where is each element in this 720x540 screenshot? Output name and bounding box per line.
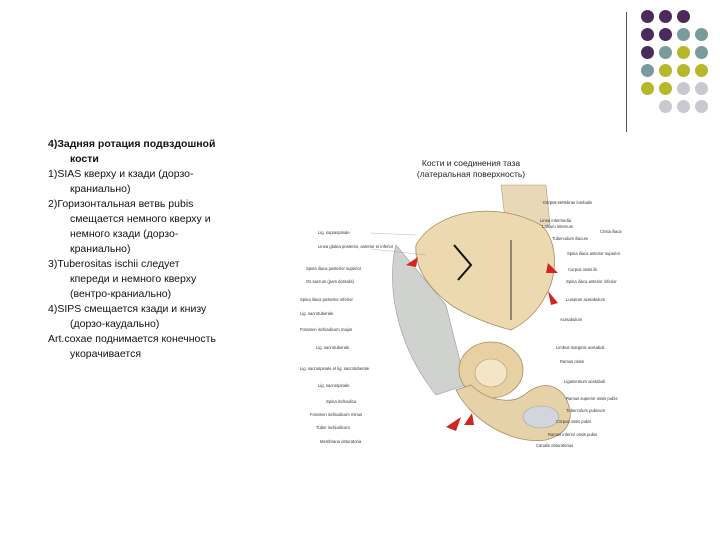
decor-dot [641, 82, 654, 95]
right-label: Crista iliaca [600, 229, 622, 234]
figure-subtitle-line: (латеральная поверхность) [416, 169, 526, 179]
decor-dot [677, 46, 690, 59]
decor-dot [641, 46, 654, 59]
decorative-dot-grid [641, 10, 720, 120]
text-line: 3)Tuberositas ischii следует [48, 258, 180, 270]
decor-dot [659, 64, 672, 77]
left-label: Linea glutea posterior, anterior et infe… [318, 244, 394, 249]
text-content: 4)Задняя ротация подвздошной кости 1)SIA… [48, 137, 298, 362]
decor-dot [695, 82, 708, 95]
left-label: Lig. sacrospinale et lig. sacrotuberale [300, 366, 370, 371]
text-line: смещается немного кверху и [70, 213, 211, 225]
right-label-group: Corpus vertebrae lumbalis Labium internu… [536, 200, 622, 448]
text-line: кпереди и немного кверху [70, 273, 197, 285]
text-line: 1)SIAS кверху и кзади (дорзо- [48, 168, 194, 180]
right-label: Spina iliaca anterior superior [567, 251, 621, 256]
decor-dot [659, 46, 672, 59]
left-label: Lig. sacrospinale [318, 383, 350, 388]
right-label: Lunatum acetabulum [566, 297, 606, 302]
decor-dot [659, 10, 672, 23]
right-label: Tuberculum pubicum [566, 408, 605, 413]
decor-dot [677, 100, 690, 113]
decor-dot [659, 28, 672, 41]
right-label: Linea intermedia [540, 218, 572, 223]
left-label: Spina iliaca posterior inferior [300, 297, 353, 302]
decor-dot [695, 46, 708, 59]
decor-dot [659, 82, 672, 95]
left-label: Spina iliaca posterior superior [306, 266, 362, 271]
decor-dot [695, 28, 708, 41]
red-arrow-icon [546, 263, 558, 273]
heading-line: 4)Задняя ротация подвздошной [48, 138, 216, 150]
left-label: Spina ischiadica [326, 399, 357, 404]
red-arrow-icon [464, 413, 474, 425]
red-arrow-icon [406, 257, 418, 267]
text-line: краниально) [70, 183, 131, 195]
text-line: немного кзади (дорзо- [70, 228, 179, 240]
decor-dot [641, 28, 654, 41]
decor-dot [677, 64, 690, 77]
text-line: Art.coxae поднимается конечность [48, 333, 216, 345]
right-label: Spina iliaca anterior inferior [566, 279, 617, 284]
right-label: Corpus ossis ilii [568, 267, 597, 272]
right-label: Corpus ossis pubis [556, 419, 591, 424]
left-label: Foramen ischiadicum majus [300, 327, 352, 332]
text-line: (дорзо-каудально) [70, 318, 160, 330]
figure-title: Кости и соединения таза (латеральная пов… [396, 158, 546, 180]
sacrum-shape [392, 244, 467, 396]
right-label: Canalis obturatorius [536, 443, 573, 448]
right-label: Acetabulum [560, 317, 583, 322]
right-label: Ramus inferior ossis pubis [548, 432, 597, 437]
left-label: Membrana obturatoria [320, 439, 362, 444]
right-label: Ligamentum acetabuli [564, 379, 605, 384]
decor-dot [659, 100, 672, 113]
decor-dot [695, 100, 708, 113]
red-arrow-icon [446, 417, 461, 431]
right-label: Tuberculum iliacum [552, 236, 589, 241]
obturator-membrane-shape [522, 405, 560, 429]
left-label-group: Lig. supraspinale Linea glutea posterior… [300, 230, 427, 444]
ilium-marker-line [453, 244, 473, 281]
red-arrow-icon [548, 291, 558, 305]
right-label: Labium internum [542, 224, 574, 229]
left-label: Foramen ischiadicum minus [310, 412, 362, 417]
left-label: Tuber ischiadicum [316, 425, 350, 430]
decor-dot [677, 82, 690, 95]
heading-line: кости [70, 153, 99, 165]
text-line: (вентро-краниально) [70, 288, 172, 300]
pelvis-illustration: Lig. supraspinale Linea glutea posterior… [300, 184, 622, 448]
left-label: Lig. supraspinale [318, 230, 350, 235]
vertical-divider [626, 12, 627, 132]
text-line: краниально) [70, 243, 131, 255]
right-label: Limbus marginis acetabuli [556, 345, 604, 350]
figure-title-line: Кости и соединения таза [421, 158, 521, 168]
text-line: 4)SIPS смещается кзади и книзу [48, 303, 207, 315]
right-label: Corpus vertebrae lumbalis [543, 200, 592, 205]
decor-dot [695, 64, 708, 77]
right-label: Ramus superior ossis pubis [566, 396, 617, 401]
left-label: Os sacrum (pars dorsalis) [306, 279, 355, 284]
decor-dot [677, 10, 690, 23]
text-line: 2)Горизонтальная ветвь pubis [48, 198, 194, 210]
ilium-shape [415, 210, 555, 331]
left-label: Lig. sacrotuberale [316, 345, 350, 350]
decor-dot [641, 10, 654, 23]
femoral-head-shape [474, 358, 508, 388]
text-line: укорачивается [70, 348, 142, 360]
decor-dot [677, 28, 690, 41]
pelvis-figure: Кости и соединения таза (латеральная пов… [296, 155, 646, 455]
left-label: Lig. sacrotuberale [300, 311, 334, 316]
decor-dot [641, 64, 654, 77]
right-label: Ramus ossis [560, 359, 584, 364]
